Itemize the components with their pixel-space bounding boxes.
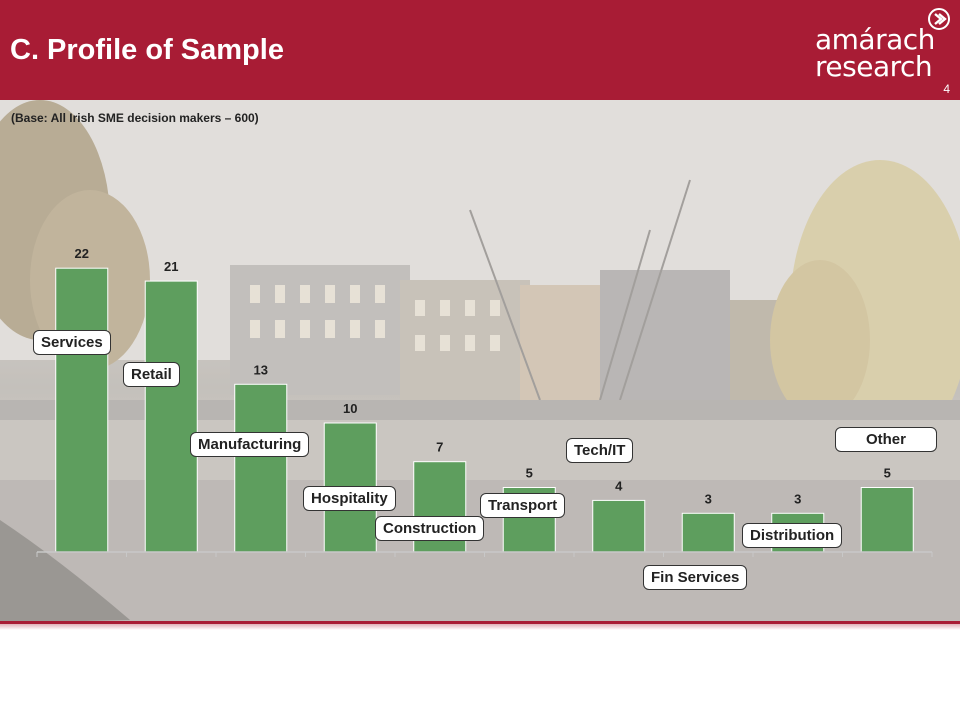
base-note: (Base: All Irish SME decision makers – 6…	[11, 111, 259, 125]
value-label: 21	[164, 259, 178, 274]
category-label: Distribution	[742, 523, 843, 548]
category-label: Tech/IT	[566, 438, 634, 463]
value-label: 5	[526, 466, 533, 481]
bar-services	[55, 267, 109, 553]
category-label: Retail	[123, 362, 180, 387]
category-label: Fin Services	[643, 565, 748, 590]
value-label: 13	[254, 362, 268, 377]
category-label: Hospitality	[303, 486, 396, 511]
bar-retail	[144, 280, 198, 553]
footer-rule	[0, 621, 960, 624]
bar-other	[860, 487, 914, 553]
header-bar: C. Profile of Sample amárach research 4	[0, 0, 960, 100]
page-title: C. Profile of Sample	[10, 34, 284, 66]
category-label: Services	[33, 330, 111, 355]
value-label: 10	[343, 401, 357, 416]
bar-tech-it	[592, 499, 646, 553]
value-label: 7	[436, 440, 443, 455]
logo-line-2: research	[815, 50, 933, 83]
footer-shadow	[0, 624, 960, 630]
bar-manufacturing	[234, 383, 288, 553]
value-label: 22	[75, 246, 89, 261]
value-label: 4	[615, 478, 623, 493]
logo-line-1: amárach	[815, 23, 935, 56]
category-label: Manufacturing	[190, 432, 310, 457]
brand-logo: amárach research	[815, 23, 935, 83]
chevron-right-icon	[928, 8, 950, 30]
bar-fin-services	[681, 512, 735, 553]
page-number: 4	[943, 82, 950, 96]
category-label: Construction	[375, 516, 485, 541]
value-label: 3	[794, 491, 801, 506]
category-label: Other	[835, 427, 937, 452]
value-label: 5	[884, 466, 891, 481]
value-label: 3	[705, 491, 712, 506]
category-label: Transport	[480, 493, 566, 518]
